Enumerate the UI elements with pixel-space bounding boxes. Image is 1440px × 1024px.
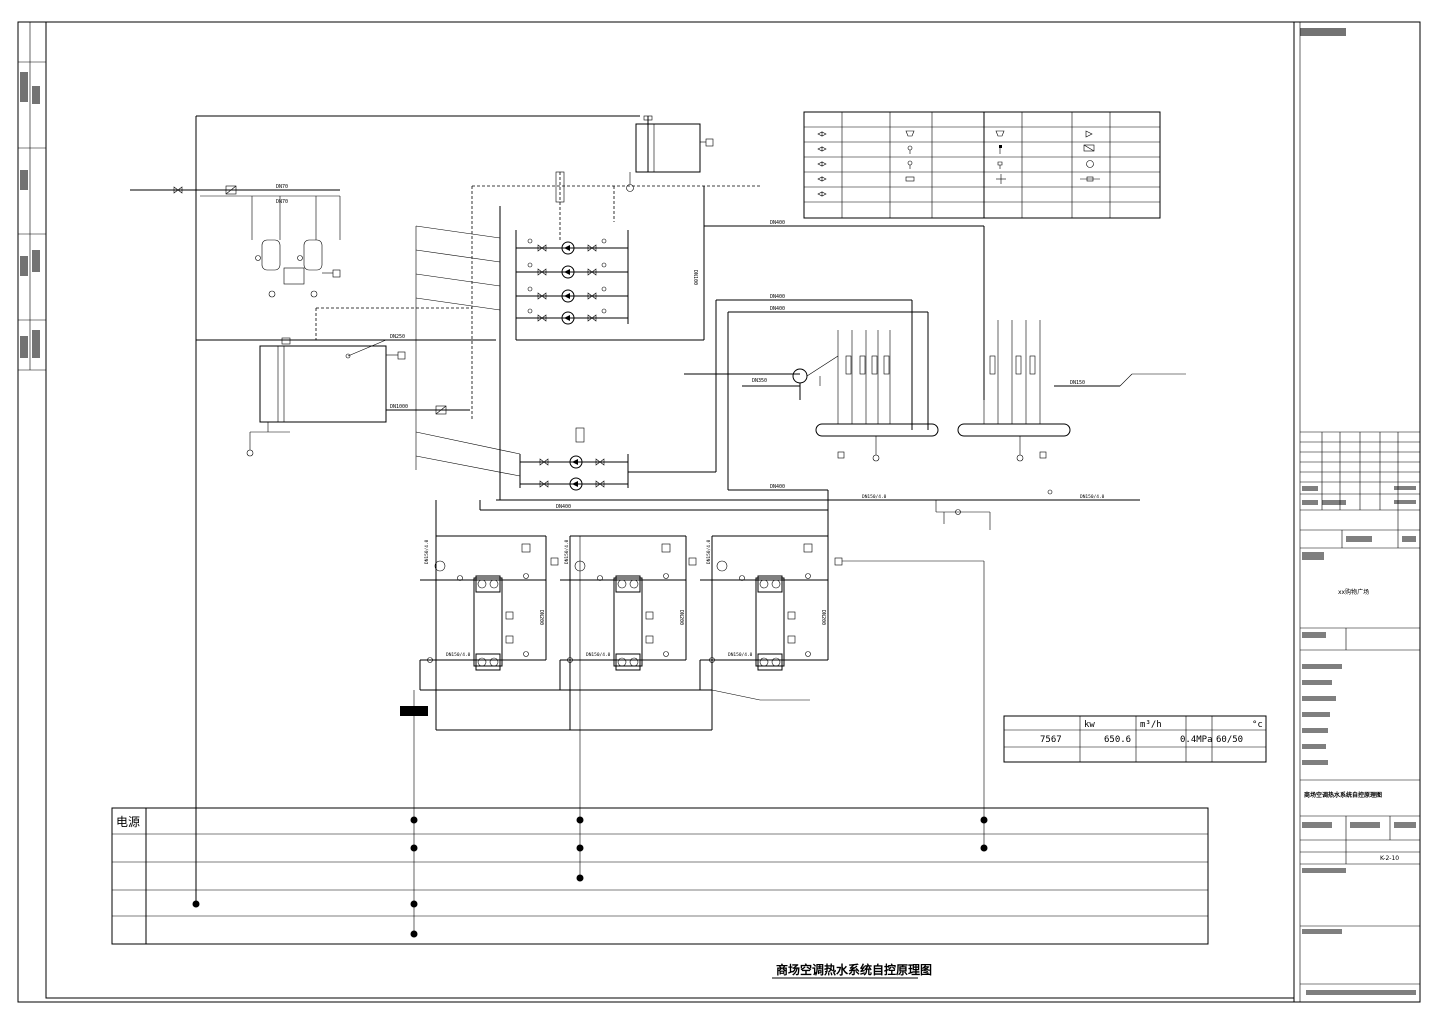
control-signal-lines — [315, 172, 760, 420]
softener-tank-1 — [261, 239, 281, 271]
makeup-water-branch — [935, 489, 1053, 530]
pipe-label-dn350: DN350 — [752, 378, 767, 384]
pipe-label-dn400-a: DN400 — [770, 220, 785, 226]
svg-text:DN150/4.0: DN150/4.0 — [862, 494, 887, 500]
pump-group-2 — [415, 427, 716, 491]
hx2-label-lower: DN150/4.0 — [586, 652, 611, 658]
power-bus-table: 电源 — [111, 807, 1209, 945]
param-value-temp: 60/50 — [1216, 735, 1243, 745]
pipe-label-dn1000: DN1000 — [390, 404, 408, 410]
pipe-label-dn70-b: DN70 — [276, 199, 288, 205]
softener-tank-2 — [303, 239, 323, 271]
pipe-label-dn250-a: DN250 — [390, 334, 405, 340]
pipe-label-dn200-b: DN200 — [678, 610, 684, 625]
pipe-label-dn400-b: DN400 — [770, 294, 785, 300]
title-block-drawing-name: 商场空调热水系统自控原理图 — [1304, 791, 1382, 799]
hot-water-tank: DN250 — [246, 334, 406, 457]
pipe-label-dn200-c: DN200 — [820, 610, 826, 625]
drawing-number: K-2-10 — [1380, 855, 1399, 862]
project-name: xx购物广场 — [1338, 588, 1369, 596]
svg-text:DN150/4.0: DN150/4.0 — [1080, 494, 1105, 500]
pipe-label-dn100-a: DN100 — [692, 270, 698, 285]
drawing-title: 商场空调热水系统自控原理图 — [776, 962, 932, 977]
pipe-label-dn400-e: DN400 — [556, 504, 571, 510]
pump-group-1 — [415, 171, 704, 500]
param-unit-temp: °c — [1252, 720, 1263, 730]
expansion-tank — [626, 115, 714, 192]
pipe-label-dn70-a: DN70 — [276, 184, 288, 190]
power-bus-label: 电源 — [116, 815, 140, 829]
heat-exchanger-2: DN150/4.0 DN150/4.0 DN200 — [560, 535, 687, 730]
hx3-label-upper: DN150/4.0 — [706, 539, 712, 564]
return-header: DN150 — [957, 320, 1186, 462]
pipe-label-dn200-a: DN200 — [538, 610, 544, 625]
left-strip — [18, 22, 46, 371]
outer-border — [17, 21, 1421, 1003]
hx2-label-upper: DN150/4.0 — [564, 539, 570, 564]
supply-header — [815, 330, 939, 462]
water-softening-unit: DN70 DN70 — [130, 184, 341, 298]
param-value-kw: 7567 — [1040, 735, 1062, 745]
param-value-pressure: 0.4MPa — [1180, 735, 1213, 745]
design-parameters-table: kw m³/h °c 7567 650.6 0.4MPa 60/50 — [1003, 715, 1267, 763]
param-unit-kw: kw — [1084, 720, 1095, 730]
param-value-flow: 650.6 — [1104, 735, 1131, 745]
bypass-valve-icon — [792, 368, 808, 384]
hx1-label-upper: DN150/4.0 — [424, 539, 430, 564]
heat-exchanger-1: DN150/4.0 DN150/4.0 DN200 — [420, 535, 547, 730]
title-block: xx购物广场 商场空调热水系统自控原理图 K-2-10 — [1299, 22, 1420, 1002]
legend-table — [803, 111, 1161, 219]
pipe-label-dn400-d: DN400 — [770, 484, 785, 490]
param-unit-flow: m³/h — [1140, 720, 1162, 730]
legend-symbol-icon — [817, 130, 1100, 197]
controller-box-icon — [400, 706, 428, 716]
hx3-label-lower: DN150/4.0 — [728, 652, 753, 658]
heat-exchanger-3: DN150/4.0 DN150/4.0 DN200 — [700, 535, 829, 730]
pipe-label-dn400-c: DN400 — [770, 306, 785, 312]
hx1-label-lower: DN150/4.0 — [446, 652, 471, 658]
pipe-label-dn150-a: DN150 — [1070, 380, 1085, 386]
